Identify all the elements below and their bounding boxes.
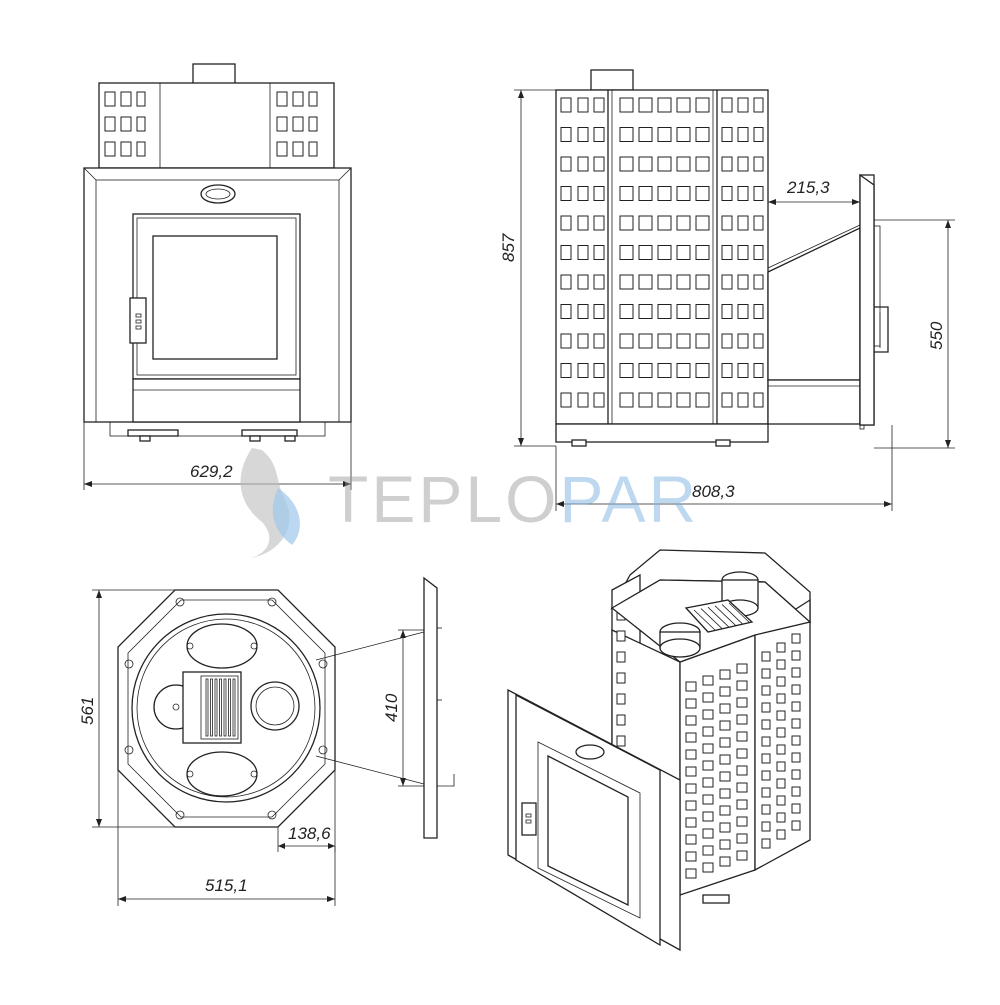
front-upper-casing — [98, 82, 335, 169]
side-base — [555, 423, 769, 443]
dim-top-width: 515,1 — [205, 876, 248, 895]
iso-door-glass — [547, 754, 629, 907]
ash-drawer — [132, 378, 301, 423]
front-door-glass — [152, 235, 278, 360]
dim-side-height: 857 — [499, 233, 518, 262]
iso-door — [507, 688, 681, 952]
front-view: 629,2 — [83, 63, 352, 490]
nameplate-oval — [200, 184, 236, 204]
watermark: TEPLOPAR — [240, 448, 699, 558]
dim-side-length: 808,3 — [692, 482, 735, 501]
door-handle — [129, 297, 147, 344]
top-view: 410 561 138,6 515,1 — [78, 576, 455, 906]
top-inner-ring — [131, 613, 321, 803]
dim-side-tunnel: 215,3 — [786, 178, 830, 197]
side-view: 857 215,3 550 808,3 — [499, 69, 955, 511]
dim-side-door: 550 — [927, 321, 946, 350]
dim-front-width: 629,2 — [190, 462, 233, 481]
front-chimney — [192, 63, 236, 85]
top-chimney — [250, 681, 300, 731]
front-door — [132, 213, 301, 380]
top-portal-plate — [423, 576, 438, 839]
watermark-text-teplo: TEPLOPAR — [328, 462, 699, 536]
iso-nameplate — [575, 744, 605, 760]
dim-top-tunnel: 138,6 — [288, 824, 331, 843]
side-tunnel — [767, 173, 889, 430]
dim-top-depth: 561 — [78, 697, 97, 725]
top-grate — [182, 671, 242, 744]
dim-top-portal: 410 — [382, 693, 401, 722]
isometric-view — [507, 549, 812, 952]
side-perforation — [560, 97, 764, 408]
iso-door-handle — [521, 802, 537, 836]
front-base — [109, 421, 326, 437]
flame-icon — [240, 448, 290, 558]
side-chimney — [590, 69, 634, 91]
iso-grate — [684, 599, 754, 633]
